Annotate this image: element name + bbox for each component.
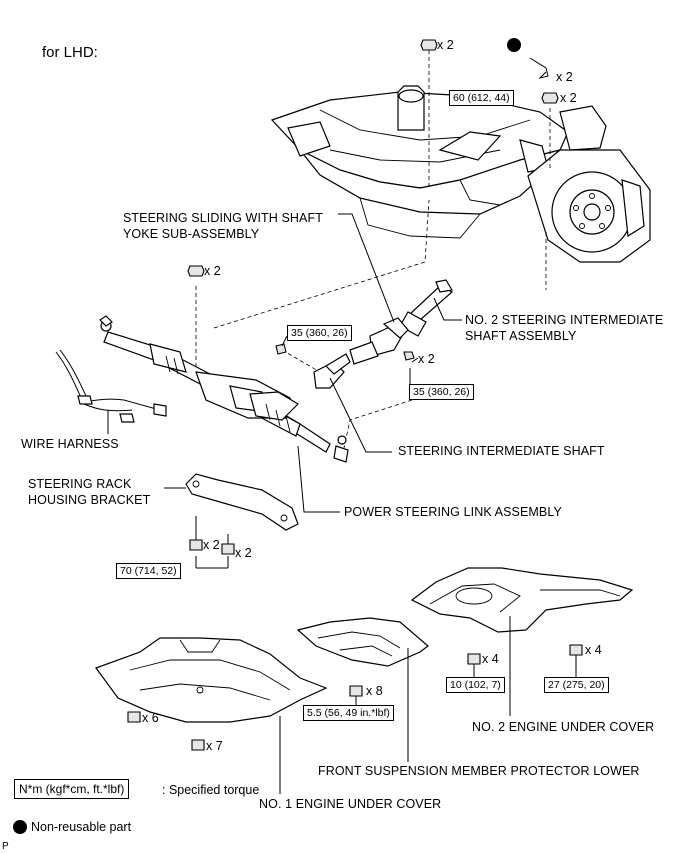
label-wire-harness: WIRE HARNESS: [21, 437, 119, 451]
bolt-x4a-icon: [467, 653, 481, 678]
castle-nut-icon: [541, 92, 559, 104]
qty-rack-nut: x 2: [204, 264, 221, 278]
intermediate-shaft-drawing: [313, 353, 351, 389]
rack-housing-bracket-drawing: [185, 473, 299, 531]
bolt-x6-icon: [127, 711, 141, 723]
qty-bolt-x7: x 7: [206, 739, 223, 753]
corner-mark: P: [2, 841, 9, 852]
bolt-x8-icon: [349, 685, 363, 700]
cotter-pin-icon: [529, 57, 549, 79]
label-intermediate-shaft: STEERING INTERMEDIATE SHAFT: [398, 444, 605, 458]
power-steering-link-drawing: [99, 315, 349, 463]
torque-35-shaft: 35 (360, 26): [287, 325, 352, 341]
qty-yoke-bolt: x 2: [418, 352, 435, 366]
legend-torque-desc: : Specified torque: [162, 783, 260, 797]
qty-cotter-pin: x 2: [556, 70, 573, 84]
qty-bolt-x4a: x 4: [482, 652, 499, 666]
yoke-bolt-icon: [403, 351, 415, 361]
bracket-bolt-a-icon: [189, 516, 203, 551]
torque-5-5: 5.5 (56, 49 in.*lbf): [303, 705, 394, 721]
centerline-tie-rod: [545, 108, 551, 290]
qty-bracket-bolt-a: x 2: [203, 538, 220, 552]
label-sliding-yoke-1: STEERING SLIDING WITH SHAFT: [123, 211, 323, 225]
label-no2-intermediate-1: NO. 2 STEERING INTERMEDIATE: [465, 313, 664, 327]
label-no2-intermediate-2: SHAFT ASSEMBLY: [465, 329, 577, 343]
page-title: for LHD:: [42, 44, 98, 61]
non-reusable-dot-icon: [507, 38, 521, 52]
bracket-bolt-b-icon: [221, 534, 235, 555]
legend-torque-unit: N*m (kgf*cm, ft.*lbf): [14, 779, 130, 799]
torque-70: 70 (714, 52): [116, 563, 181, 579]
qty-castle-nut: x 2: [560, 91, 577, 105]
label-rack-bracket-1: STEERING RACK: [28, 477, 132, 491]
bolt-x4b-icon: [569, 644, 583, 676]
qty-bolt-x6: x 6: [142, 711, 159, 725]
rack-nut-icon: [187, 265, 205, 277]
no2-engine-under-cover-drawing: [410, 567, 634, 633]
torque-60: 60 (612, 44): [449, 90, 514, 106]
torque-10: 10 (102, 7): [446, 677, 505, 693]
legend-non-reusable-dot-icon: [13, 820, 27, 834]
top-nut-icon: [420, 39, 438, 51]
torque-35-yoke: 35 (360, 26): [409, 384, 474, 400]
label-front-susp-protector: FRONT SUSPENSION MEMBER PROTECTOR LOWER: [318, 764, 640, 778]
front-suspension-member-drawing: [270, 85, 569, 239]
front-suspension-protector-drawing: [296, 617, 429, 667]
label-sliding-yoke-2: YOKE SUB-ASSEMBLY: [123, 227, 260, 241]
wire-harness-drawing: [55, 349, 167, 423]
torque-27: 27 (275, 20): [544, 677, 609, 693]
label-power-steering-link: POWER STEERING LINK ASSEMBLY: [344, 505, 562, 519]
knuckle-rotor-drawing: [527, 105, 651, 263]
sliding-yoke-drawing: [349, 317, 409, 365]
qty-bracket-bolt-b: x 2: [235, 546, 252, 560]
qty-bolt-x4b: x 4: [585, 643, 602, 657]
no1-engine-under-cover-drawing: [95, 637, 328, 723]
label-no1-engine-cover: NO. 1 ENGINE UNDER COVER: [259, 797, 442, 811]
no2-intermediate-shaft-drawing: [399, 279, 454, 337]
centerline-rack-mount: [213, 199, 430, 329]
qty-bolt-x8: x 8: [366, 684, 383, 698]
qty-top-nut: x 2: [437, 38, 454, 52]
legend-non-reusable: Non-reusable part: [31, 820, 132, 834]
label-rack-bracket-2: HOUSING BRACKET: [28, 493, 151, 507]
bolt-x7-icon: [191, 739, 205, 751]
label-no2-engine-cover: NO. 2 ENGINE UNDER COVER: [472, 720, 655, 734]
shaft-bolt-icon: [275, 343, 287, 355]
